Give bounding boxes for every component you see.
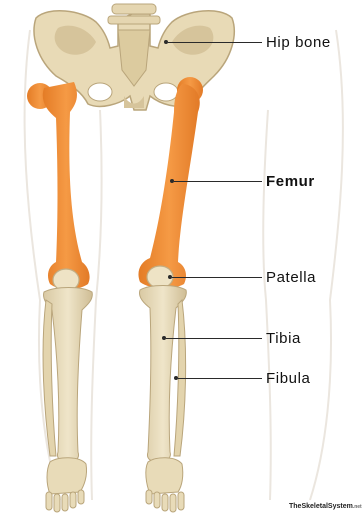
watermark-text: TheSkeletalSystem [289, 503, 353, 510]
patella-label: Patella [266, 269, 316, 286]
foot-left [46, 458, 87, 512]
source-watermark: TheSkeletalSystem.net [289, 503, 362, 510]
foot-right [146, 458, 184, 512]
patella-leader-line [172, 277, 262, 278]
hip-bone-leader-line [168, 42, 262, 43]
tibia-label: Tibia [266, 330, 301, 347]
tibia-leader-line [166, 338, 262, 339]
femur-label: Femur [266, 173, 315, 190]
femur-left [27, 82, 90, 289]
lower-leg-right [139, 286, 186, 463]
fibula-label: Fibula [266, 370, 310, 387]
fibula-leader-line [178, 378, 262, 379]
hip-bone-label: Hip bone [266, 34, 331, 51]
watermark-suffix: .net [353, 504, 362, 510]
femur-leader-line [174, 181, 262, 182]
lower-leg-left [43, 288, 92, 463]
